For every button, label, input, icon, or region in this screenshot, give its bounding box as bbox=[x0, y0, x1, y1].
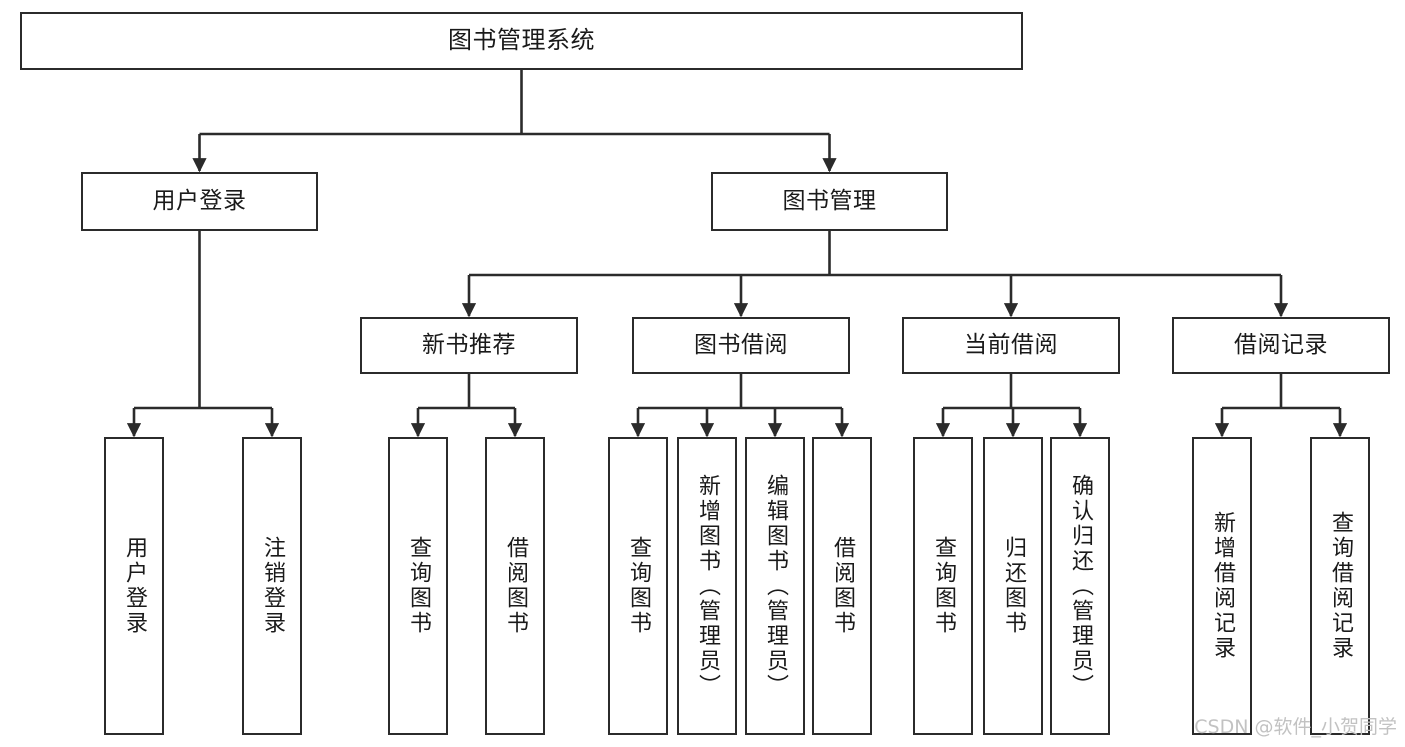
node-leaf-return-book[interactable]: 归还图书 bbox=[983, 437, 1043, 735]
node-root[interactable]: 图书管理系统 bbox=[20, 12, 1023, 70]
node-borrow-record[interactable]: 借阅记录 bbox=[1172, 317, 1390, 374]
node-leaf-edit-book-admin[interactable]: 编辑图书（管理员） bbox=[745, 437, 805, 735]
node-label-leaf-query-book-recommend: 查询图书 bbox=[406, 536, 431, 636]
node-user-login[interactable]: 用户登录 bbox=[81, 172, 318, 231]
node-label-user-login: 用户登录 bbox=[152, 188, 247, 215]
node-leaf-borrow-book-recommend[interactable]: 借阅图书 bbox=[485, 437, 545, 735]
node-book-management[interactable]: 图书管理 bbox=[711, 172, 948, 231]
node-leaf-borrow-book[interactable]: 借阅图书 bbox=[812, 437, 872, 735]
node-leaf-confirm-return-admin[interactable]: 确认归还（管理员） bbox=[1050, 437, 1110, 735]
node-label-leaf-query-borrow-record: 查询借阅记录 bbox=[1328, 511, 1353, 661]
node-label-leaf-borrow-book-recommend: 借阅图书 bbox=[503, 536, 528, 636]
node-leaf-query-book-borrow[interactable]: 查询图书 bbox=[608, 437, 668, 735]
node-label-book-management: 图书管理 bbox=[782, 188, 877, 215]
node-label-book-borrow: 图书借阅 bbox=[694, 332, 788, 359]
node-leaf-query-book-current[interactable]: 查询图书 bbox=[913, 437, 973, 735]
node-label-leaf-query-book-current: 查询图书 bbox=[931, 536, 956, 636]
node-label-borrow-record: 借阅记录 bbox=[1234, 332, 1328, 359]
node-book-borrow[interactable]: 图书借阅 bbox=[632, 317, 850, 374]
node-leaf-query-borrow-record[interactable]: 查询借阅记录 bbox=[1310, 437, 1370, 735]
node-label-leaf-return-book: 归还图书 bbox=[1001, 536, 1026, 636]
node-label-root: 图书管理系统 bbox=[448, 26, 595, 55]
node-label-new-book-recommend: 新书推荐 bbox=[422, 332, 516, 359]
node-label-leaf-query-book-borrow: 查询图书 bbox=[626, 536, 651, 636]
node-leaf-logout-login[interactable]: 注销登录 bbox=[242, 437, 302, 735]
node-leaf-user-login[interactable]: 用户登录 bbox=[104, 437, 164, 735]
node-label-current-borrow: 当前借阅 bbox=[964, 332, 1058, 359]
node-label-leaf-edit-book-admin: 编辑图书（管理员） bbox=[763, 473, 788, 699]
node-label-leaf-add-book-admin: 新增图书（管理员） bbox=[695, 473, 720, 699]
node-label-leaf-add-borrow-record: 新增借阅记录 bbox=[1210, 511, 1235, 661]
node-label-leaf-confirm-return-admin: 确认归还（管理员） bbox=[1068, 473, 1093, 699]
node-current-borrow[interactable]: 当前借阅 bbox=[902, 317, 1120, 374]
node-label-leaf-logout-login: 注销登录 bbox=[260, 536, 285, 636]
node-leaf-query-book-recommend[interactable]: 查询图书 bbox=[388, 437, 448, 735]
node-label-leaf-borrow-book: 借阅图书 bbox=[830, 536, 855, 636]
node-leaf-add-borrow-record[interactable]: 新增借阅记录 bbox=[1192, 437, 1252, 735]
node-leaf-add-book-admin[interactable]: 新增图书（管理员） bbox=[677, 437, 737, 735]
node-label-leaf-user-login: 用户登录 bbox=[122, 536, 147, 636]
node-new-book-recommend[interactable]: 新书推荐 bbox=[360, 317, 578, 374]
